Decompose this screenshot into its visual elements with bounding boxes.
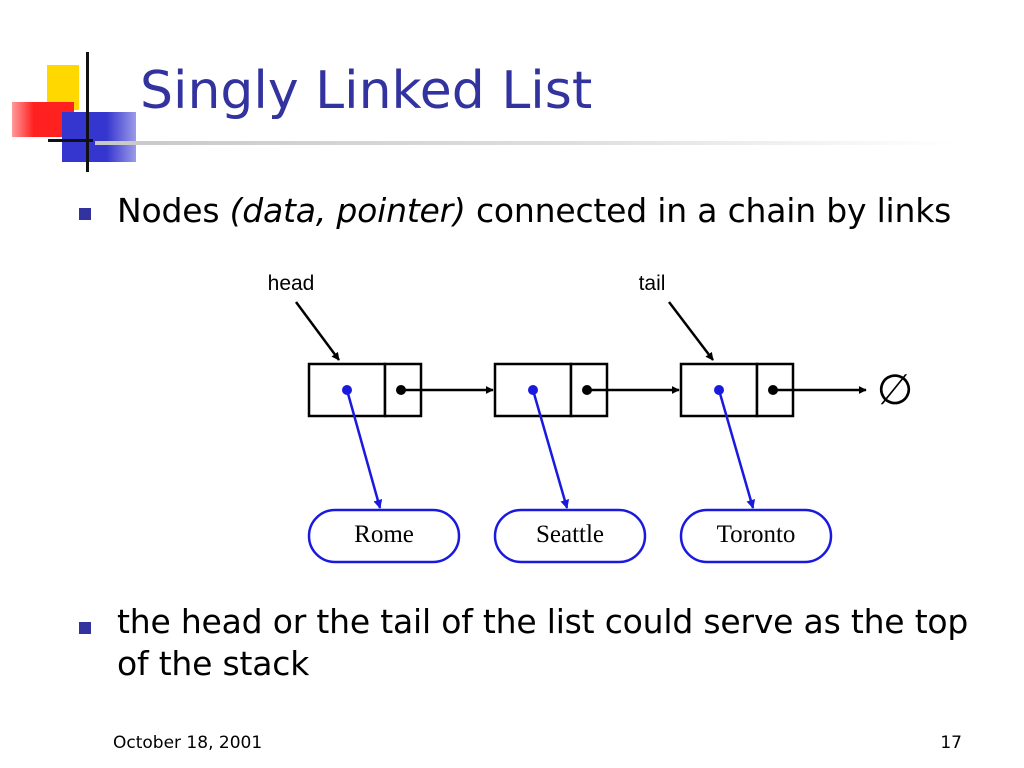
head-label: head [268,272,315,295]
bullet-nodes-text-end: connected in a chain by links [465,191,952,230]
bullet-square-icon [79,622,91,634]
slide-logo-icon [12,52,136,172]
element-toronto-capsule [679,508,833,564]
slide-title: Singly Linked List [140,61,593,121]
title-underline [95,141,955,145]
bullet-nodes-italic: (data, pointer) [229,191,466,230]
tail-label: tail [639,272,666,295]
footer-date: October 18, 2001 [113,733,263,753]
tail-arrow [668,301,714,361]
page-number: 17 [940,733,962,753]
bullet-nodes-text: Nodes [117,191,230,230]
linked-list-diagram: head tail ∅ Rome Seattle Toronto [268,272,914,564]
logo-horizontal-line [48,139,93,142]
data-pointer-2 [531,389,570,509]
bullet-nodes: Nodes (data, pointer) connected in a cha… [117,190,997,232]
element-seattle-capsule [493,508,647,564]
bullet-head-tail: the head or the tail of the list could s… [117,602,969,683]
element-rome-capsule [307,508,461,564]
null-symbol: ∅ [877,365,914,414]
node-1-data-cell [307,362,387,418]
element-toronto: Toronto [717,521,796,548]
element-rome: Rome [354,521,414,548]
data-pointer-1 [345,389,383,509]
data-pointer-3 [717,389,756,509]
element-seattle: Seattle [536,521,604,548]
logo-blue-square [62,112,136,162]
head-arrow [294,301,341,361]
bullet-square-icon [79,208,91,220]
logo-vertical-line [86,52,89,172]
